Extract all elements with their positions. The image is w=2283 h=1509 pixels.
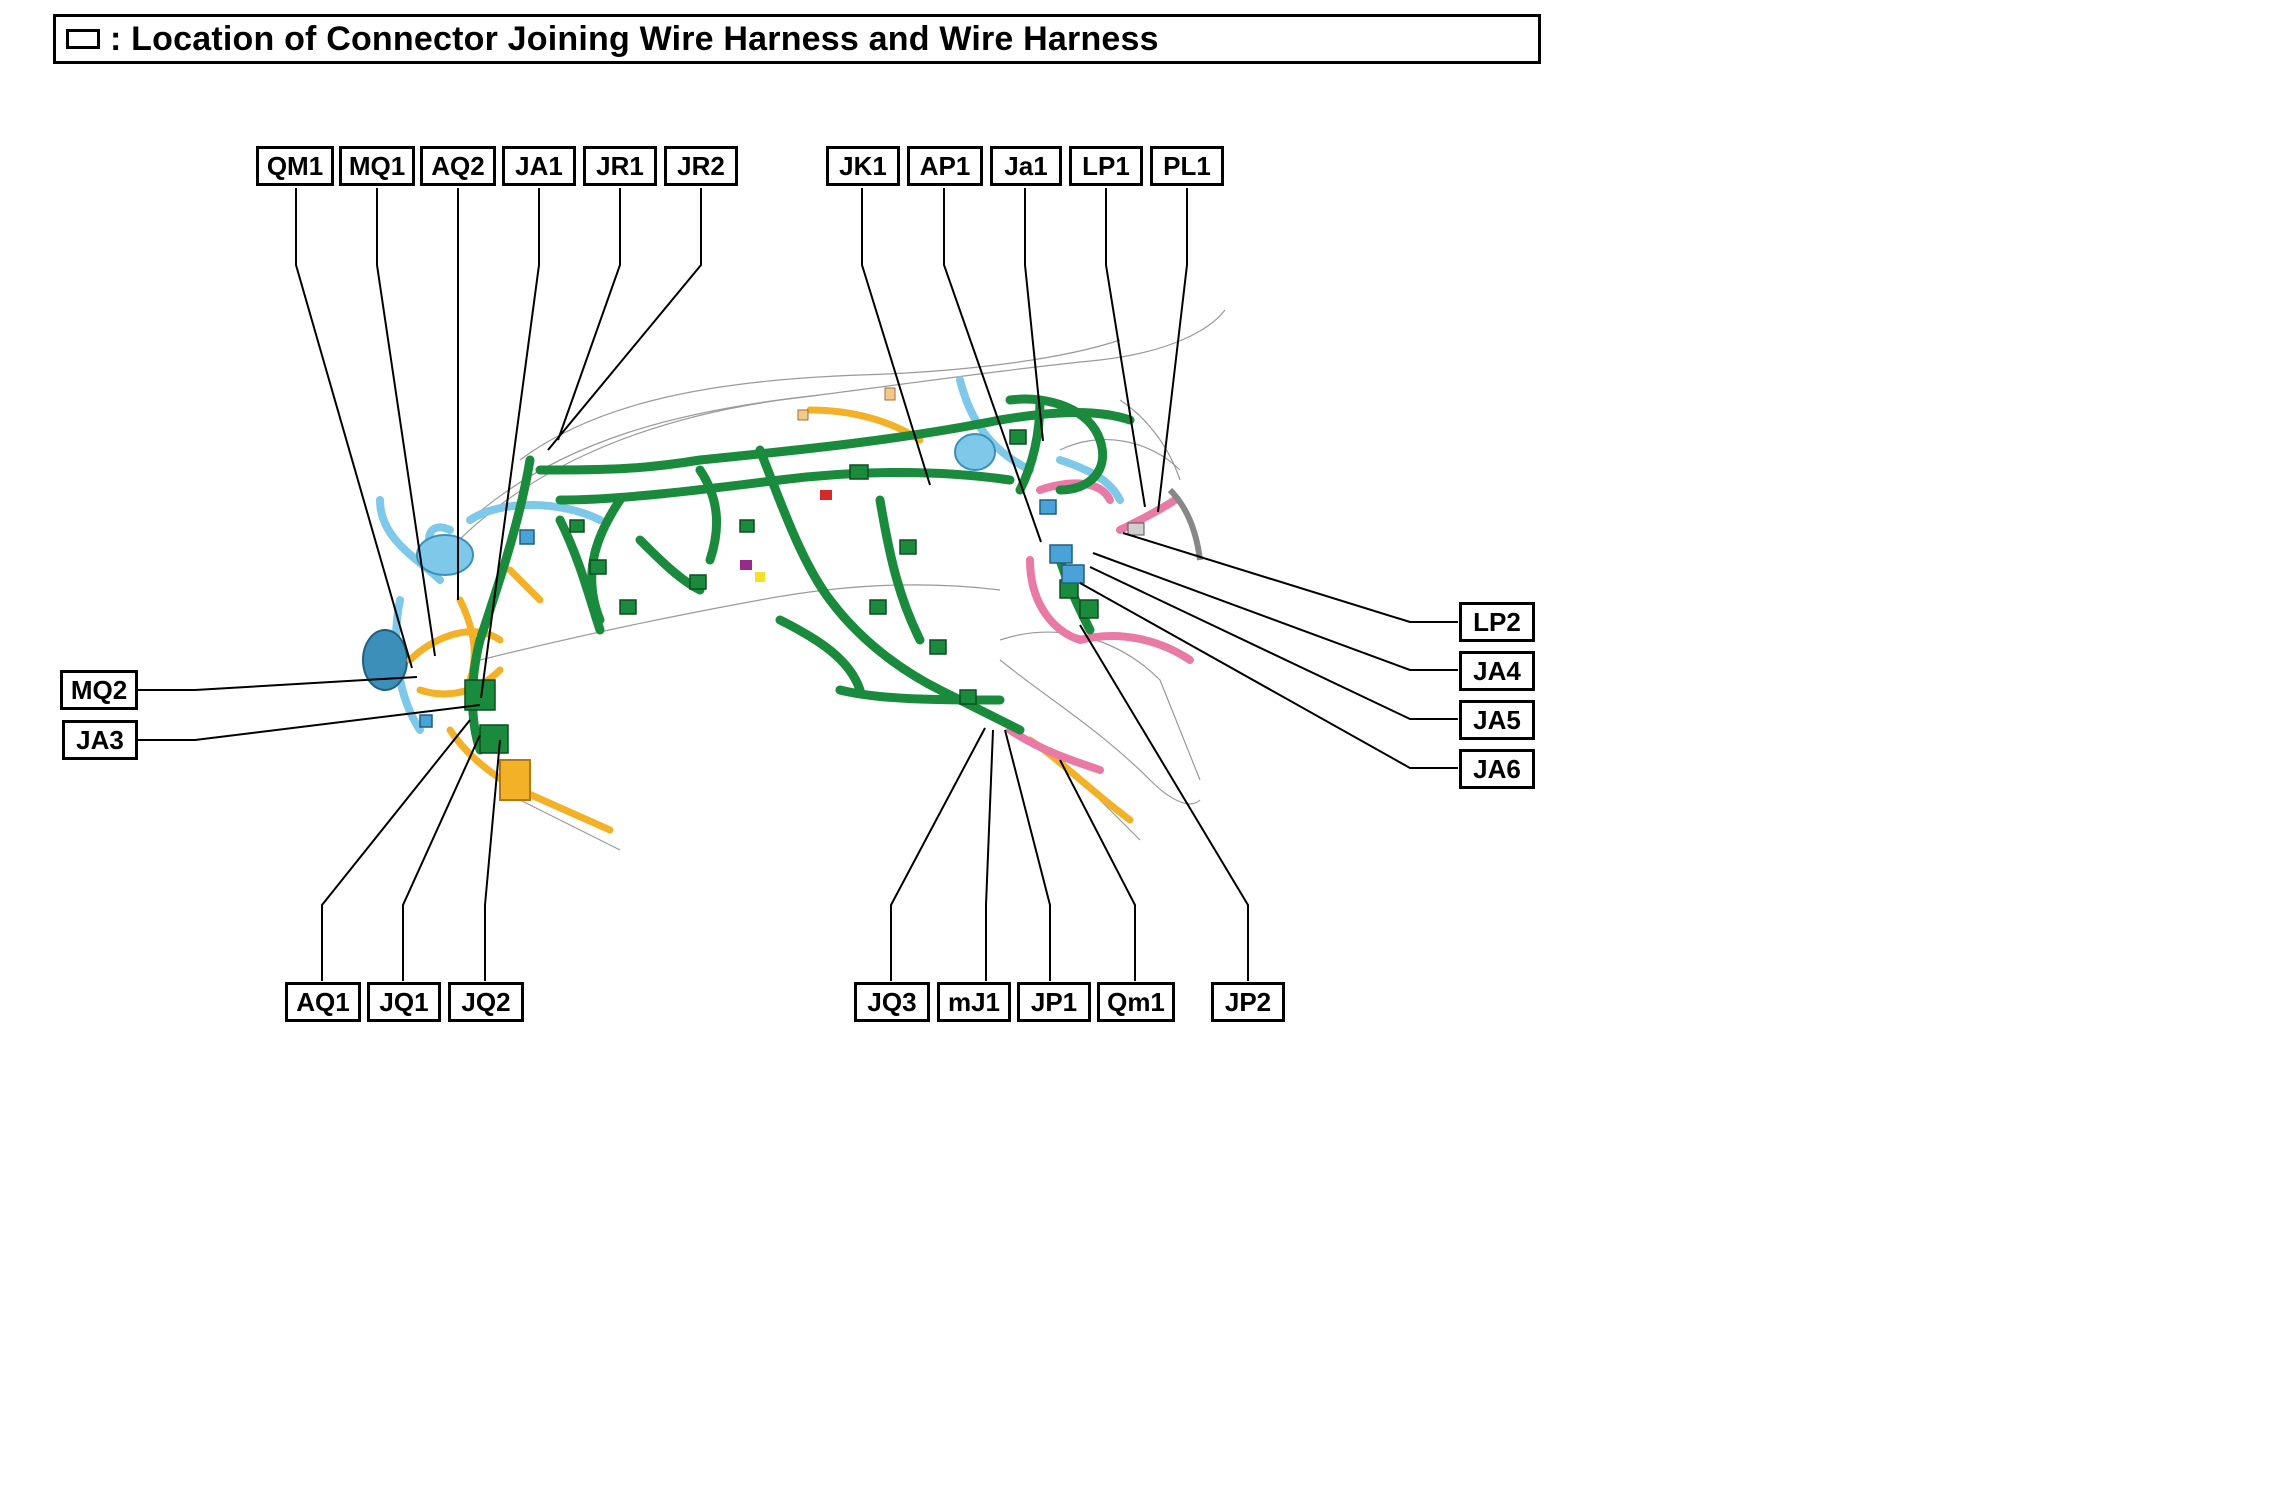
leader-JQ2 bbox=[484, 739, 501, 981]
leader-JA1 bbox=[480, 188, 540, 699]
tan-connector-b bbox=[797, 409, 809, 421]
connector-label-mJ1: mJ1 bbox=[937, 982, 1011, 1022]
connector-label-JA3: JA3 bbox=[62, 720, 138, 760]
connector-label-JQ3: JQ3 bbox=[854, 982, 930, 1022]
blue-connectors bbox=[419, 499, 1085, 728]
connector-label-AP1: AP1 bbox=[907, 146, 983, 186]
connector-label-LP2: LP2 bbox=[1459, 602, 1535, 642]
connector-label-Ja1: Ja1 bbox=[990, 146, 1062, 186]
page-title: : Location of Connector Joining Wire Har… bbox=[110, 19, 1159, 58]
leader-JK1 bbox=[861, 188, 931, 486]
right-grommet bbox=[954, 433, 996, 471]
title-box: : Location of Connector Joining Wire Har… bbox=[53, 14, 1541, 64]
dashboard-outline bbox=[439, 309, 1226, 851]
connector-label-JA4: JA4 bbox=[1459, 651, 1535, 691]
gray-lead bbox=[1167, 487, 1203, 561]
leader-JQ1 bbox=[402, 734, 481, 981]
leader-QM1 bbox=[295, 188, 413, 669]
leader-AP1 bbox=[943, 188, 1042, 543]
connector-label-QM1: QM1 bbox=[256, 146, 334, 186]
orange-block bbox=[499, 759, 531, 801]
leader-JR2 bbox=[547, 188, 702, 451]
leader-JR1 bbox=[557, 188, 621, 441]
purple-connector bbox=[740, 560, 752, 570]
connector-label-JQ1: JQ1 bbox=[367, 982, 441, 1022]
connector-label-JR2: JR2 bbox=[664, 146, 738, 186]
connector-label-AQ1: AQ1 bbox=[285, 982, 361, 1022]
wire-harness-diagram bbox=[137, 188, 1458, 981]
connector-label-AQ2: AQ2 bbox=[420, 146, 496, 186]
connector-label-JK1: JK1 bbox=[826, 146, 900, 186]
leader-Qm1 bbox=[1059, 759, 1136, 981]
leader-Ja1 bbox=[1024, 188, 1044, 442]
connector-label-JA6: JA6 bbox=[1459, 749, 1535, 789]
connector-label-JA5: JA5 bbox=[1459, 700, 1535, 740]
tan-connector-a bbox=[884, 387, 896, 401]
yellow-connector bbox=[755, 572, 765, 582]
pink-harness bbox=[1006, 479, 1194, 774]
connector-label-JP1: JP1 bbox=[1017, 982, 1091, 1022]
left-connector-block bbox=[362, 629, 408, 691]
connector-label-JP2: JP2 bbox=[1211, 982, 1285, 1022]
leader-lines bbox=[137, 188, 1458, 981]
connector-label-MQ2: MQ2 bbox=[60, 670, 138, 710]
connector-label-JR1: JR1 bbox=[583, 146, 657, 186]
green-connectors bbox=[464, 429, 1099, 754]
connector-label-LP1: LP1 bbox=[1069, 146, 1143, 186]
connector-label-PL1: PL1 bbox=[1150, 146, 1224, 186]
leader-LP1 bbox=[1105, 188, 1146, 508]
connector-label-JQ2: JQ2 bbox=[448, 982, 524, 1022]
leader-mJ1 bbox=[985, 729, 994, 981]
leader-LP2 bbox=[1122, 532, 1458, 623]
connector-label-Qm1: Qm1 bbox=[1097, 982, 1175, 1022]
leader-MQ1 bbox=[376, 188, 436, 657]
left-grommet bbox=[416, 534, 474, 576]
connector-label-MQ1: MQ1 bbox=[339, 146, 415, 186]
leader-JP1 bbox=[1004, 729, 1051, 981]
leader-PL1 bbox=[1157, 188, 1188, 513]
leader-AQ1 bbox=[321, 719, 471, 981]
leader-JP2 bbox=[1079, 624, 1249, 981]
leader-JA5 bbox=[1089, 566, 1458, 720]
connector-label-JA1: JA1 bbox=[502, 146, 576, 186]
gray-connector bbox=[1127, 522, 1145, 536]
leader-JQ3 bbox=[890, 727, 986, 981]
leader-JA4 bbox=[1092, 552, 1458, 671]
leader-JA3 bbox=[137, 704, 481, 741]
red-connector bbox=[820, 490, 832, 500]
leader-JA6 bbox=[1079, 582, 1458, 769]
leader-MQ2 bbox=[137, 676, 418, 691]
connector-box-icon bbox=[66, 29, 100, 49]
